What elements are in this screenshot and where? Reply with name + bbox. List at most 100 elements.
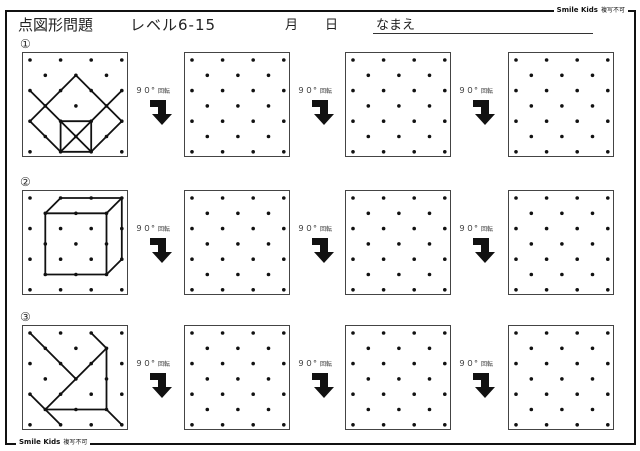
grid-dot xyxy=(120,119,124,123)
grid-dot xyxy=(89,150,93,154)
grid-dot xyxy=(366,272,371,277)
grid-dot xyxy=(58,361,63,366)
grid-dot xyxy=(120,423,124,427)
grid-dot xyxy=(251,88,255,93)
grid-dot xyxy=(120,288,124,292)
rotation-label: ９０°回転 xyxy=(297,358,332,369)
rotation-word: 回転 xyxy=(158,226,171,233)
name-input-line[interactable] xyxy=(373,33,593,34)
grid-dot xyxy=(120,150,124,154)
grid-dot xyxy=(58,331,63,335)
grid-dot xyxy=(381,361,386,366)
grid-dot xyxy=(266,272,271,277)
brand-name: Smile Kids xyxy=(19,438,61,446)
grid-dot xyxy=(28,88,32,93)
answer-grid[interactable] xyxy=(345,325,451,430)
grid-dot xyxy=(560,377,564,381)
grid-dot xyxy=(412,257,416,261)
rotation-word: 回転 xyxy=(481,226,494,233)
grid-dot xyxy=(351,423,355,427)
rotation-degrees: ９０° xyxy=(135,359,155,368)
figure-line xyxy=(75,74,123,122)
grid-dot xyxy=(381,392,386,396)
grid-dot xyxy=(104,346,109,351)
grid-dot xyxy=(366,73,371,78)
grid-dot xyxy=(351,119,355,123)
grid-dot xyxy=(575,196,579,200)
grid-dot xyxy=(190,150,194,154)
answer-grid[interactable] xyxy=(184,325,290,430)
grid-dot xyxy=(397,346,401,351)
answer-grid[interactable] xyxy=(345,190,451,295)
grid-dot xyxy=(544,257,549,261)
rotate-arrow-icon xyxy=(312,100,336,126)
grid-dot xyxy=(58,196,63,200)
rotate-arrow-icon xyxy=(473,100,497,126)
grid-dot xyxy=(514,150,518,154)
grid-dot xyxy=(514,257,518,261)
grid-dot xyxy=(251,361,255,366)
answer-grid[interactable] xyxy=(508,325,614,430)
grid-dot xyxy=(205,407,210,412)
grid-dot xyxy=(58,257,63,261)
grid-dot xyxy=(544,196,549,200)
grid-dot xyxy=(366,346,371,351)
figure-line xyxy=(105,258,123,276)
grid-dot xyxy=(590,104,595,108)
rotate-arrow-icon xyxy=(312,373,336,399)
grid-dot xyxy=(427,377,432,381)
answer-grid[interactable] xyxy=(508,52,614,157)
grid-dot xyxy=(529,272,534,277)
grid-dot xyxy=(28,361,32,366)
grid-dot xyxy=(28,150,32,154)
grid-dot xyxy=(606,392,610,396)
grid-dot xyxy=(397,73,401,78)
grid-dot xyxy=(89,288,93,292)
grid-dot xyxy=(544,150,549,154)
grid-dot xyxy=(74,104,78,108)
grid-dot xyxy=(282,361,286,366)
grid-dot xyxy=(381,119,386,123)
grid-dot xyxy=(282,196,286,200)
grid-dot xyxy=(74,211,78,216)
answer-grid[interactable] xyxy=(184,52,290,157)
grid-dot xyxy=(89,331,93,335)
grid-dot xyxy=(236,242,240,246)
grid-dot xyxy=(282,88,286,93)
grid-dot xyxy=(236,272,240,277)
grid-dot xyxy=(120,196,124,200)
grid-dot xyxy=(443,88,447,93)
grid-dot xyxy=(560,242,564,246)
month-label: 月 xyxy=(285,18,299,33)
grid-dot xyxy=(351,361,355,366)
grid-dot xyxy=(58,119,63,123)
grid-dot xyxy=(104,134,109,139)
grid-dot xyxy=(351,257,355,261)
grid-dot xyxy=(43,346,48,351)
grid-dot xyxy=(58,226,63,231)
grid-dot xyxy=(427,211,432,216)
grid-dot xyxy=(220,226,225,231)
answer-grid[interactable] xyxy=(184,190,290,295)
grid-dot xyxy=(120,257,124,261)
grid-dot xyxy=(427,104,432,108)
grid-dot xyxy=(236,346,240,351)
grid-dot xyxy=(282,226,286,231)
grid-dot xyxy=(120,331,124,335)
grid-dot xyxy=(251,288,255,292)
grid-dot xyxy=(529,134,534,139)
rotation-degrees: ９０° xyxy=(135,224,155,233)
rotation-degrees: ９０° xyxy=(458,359,478,368)
grid-dot xyxy=(28,58,32,62)
day-label: 日 xyxy=(325,18,339,33)
grid-dot xyxy=(251,119,255,123)
grid-dot xyxy=(544,331,549,335)
rotation-word: 回転 xyxy=(158,88,171,95)
grid-dot xyxy=(443,58,447,62)
grid-dot xyxy=(590,211,595,216)
answer-grid[interactable] xyxy=(345,52,451,157)
grid-dot xyxy=(205,377,210,381)
grid-dot xyxy=(220,150,225,154)
grid-dot xyxy=(190,88,194,93)
answer-grid[interactable] xyxy=(508,190,614,295)
